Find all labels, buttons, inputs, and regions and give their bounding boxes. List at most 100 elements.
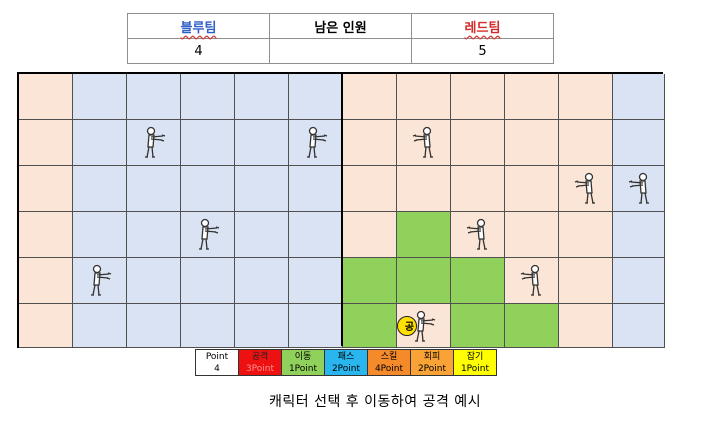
legend-points: 1Point — [460, 364, 490, 374]
board-cell[interactable] — [127, 258, 181, 304]
red-team-header: 레드팀 — [411, 13, 554, 39]
board-cell[interactable] — [559, 120, 613, 166]
board-cell[interactable] — [505, 74, 559, 120]
remaining-header: 남은 인원 — [269, 13, 412, 39]
board-cell[interactable] — [19, 212, 73, 258]
board-cell[interactable] — [73, 212, 127, 258]
board-cell[interactable] — [343, 258, 397, 304]
board-cell[interactable] — [343, 166, 397, 212]
player-character[interactable] — [628, 172, 652, 206]
blue-count: 4 — [127, 38, 270, 64]
board-cell[interactable] — [127, 74, 181, 120]
player-character[interactable] — [466, 218, 490, 252]
board-cell[interactable] — [73, 304, 127, 348]
board-cell[interactable] — [559, 304, 613, 348]
board-cell[interactable] — [343, 74, 397, 120]
board-cell[interactable] — [235, 166, 289, 212]
board-cell[interactable] — [451, 74, 505, 120]
board-cell[interactable] — [73, 258, 127, 304]
board-cell[interactable] — [127, 166, 181, 212]
board-cell[interactable] — [289, 304, 343, 348]
board-cell[interactable] — [505, 304, 559, 348]
board-cell[interactable] — [397, 74, 451, 120]
board-cell[interactable] — [181, 166, 235, 212]
board-cell[interactable] — [73, 120, 127, 166]
caption: 캐릭터 선택 후 이동하여 공격 예시 — [269, 394, 482, 410]
board-cell[interactable] — [235, 74, 289, 120]
board-cell[interactable] — [559, 74, 613, 120]
board-cell[interactable] — [343, 120, 397, 166]
board-cell[interactable] — [559, 166, 613, 212]
blue-team-label: 블루팀 — [180, 20, 217, 36]
board-cell[interactable] — [73, 74, 127, 120]
board-cell[interactable] — [181, 212, 235, 258]
legend-label: 이동 — [294, 352, 312, 362]
board-cell[interactable] — [505, 212, 559, 258]
red-team-label: 레드팀 — [464, 20, 501, 36]
player-character[interactable] — [412, 310, 436, 344]
board-cell[interactable] — [559, 258, 613, 304]
ball-icon[interactable]: 공 — [397, 316, 417, 336]
legend-label: 패스 — [337, 352, 355, 362]
player-character[interactable] — [88, 264, 112, 298]
board-cell[interactable] — [127, 212, 181, 258]
board-cell[interactable] — [451, 304, 505, 348]
board-cell[interactable] — [451, 120, 505, 166]
board-cell[interactable] — [181, 74, 235, 120]
board-cell[interactable] — [127, 120, 181, 166]
legend-points: 1Point — [288, 364, 318, 374]
legend-label: Point — [205, 352, 229, 362]
board-cell[interactable] — [73, 166, 127, 212]
board-cell[interactable] — [451, 212, 505, 258]
board-cell[interactable] — [613, 212, 665, 258]
player-character[interactable] — [142, 126, 166, 160]
board-cell[interactable] — [289, 212, 343, 258]
legend-grab: 잡기 1Point — [453, 349, 497, 376]
board-cell[interactable] — [343, 212, 397, 258]
board-cell[interactable] — [397, 120, 451, 166]
board-cell[interactable] — [19, 258, 73, 304]
board-cell[interactable] — [397, 258, 451, 304]
player-character[interactable] — [574, 172, 598, 206]
board-cell[interactable] — [613, 74, 665, 120]
board-cell[interactable] — [613, 166, 665, 212]
player-character[interactable] — [196, 218, 220, 252]
board-cell[interactable] — [235, 120, 289, 166]
board-cell[interactable] — [127, 304, 181, 348]
board-cell[interactable] — [19, 166, 73, 212]
legend-label: 회피 — [423, 352, 441, 362]
board-cell[interactable] — [505, 258, 559, 304]
board-cell[interactable] — [235, 212, 289, 258]
board-cell[interactable] — [613, 120, 665, 166]
board-cell[interactable] — [451, 258, 505, 304]
board-cell[interactable] — [19, 74, 73, 120]
player-character[interactable] — [412, 126, 436, 160]
board-cell[interactable] — [235, 304, 289, 348]
board-cell[interactable] — [397, 166, 451, 212]
board-cell[interactable] — [613, 304, 665, 348]
board-cell[interactable] — [505, 166, 559, 212]
board-cell[interactable] — [235, 258, 289, 304]
board-cell[interactable] — [19, 120, 73, 166]
center-line — [341, 74, 343, 346]
legend-move: 이동 1Point — [281, 349, 325, 376]
player-character[interactable] — [520, 264, 544, 298]
board-cell[interactable] — [181, 258, 235, 304]
board-cell[interactable] — [289, 74, 343, 120]
board-cell[interactable] — [181, 120, 235, 166]
board-cell[interactable] — [559, 212, 613, 258]
board-cell[interactable] — [181, 304, 235, 348]
board-cell[interactable] — [505, 120, 559, 166]
board-cell[interactable] — [451, 166, 505, 212]
remaining-middle — [269, 38, 412, 64]
board-cell[interactable] — [343, 304, 397, 348]
board-cell[interactable] — [289, 166, 343, 212]
legend-label: 잡기 — [466, 352, 484, 362]
board-cell[interactable] — [19, 304, 73, 348]
board-cell[interactable] — [289, 258, 343, 304]
board-cell[interactable] — [613, 258, 665, 304]
player-character[interactable] — [304, 126, 328, 160]
board-cell[interactable] — [397, 212, 451, 258]
